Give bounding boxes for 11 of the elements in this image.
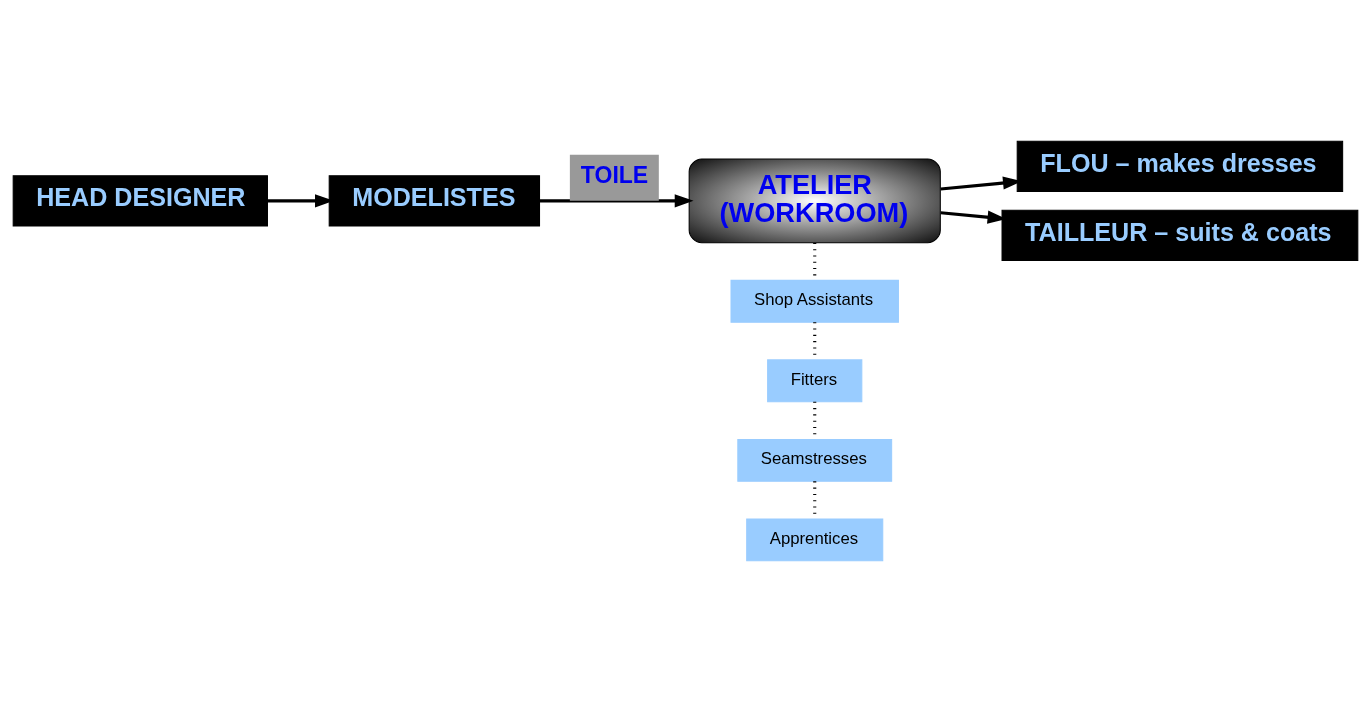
node-box: FLOU – makes dresses [1016, 140, 1343, 192]
node-box: ATELIER (WORKROOM) [688, 158, 941, 244]
arrow [539, 194, 694, 208]
node-box: Seamstresses [736, 438, 892, 482]
node-box: Apprentices [745, 518, 883, 562]
node-box: Shop Assistants [730, 279, 899, 323]
edge-label: TOILE [580, 161, 648, 188]
node-box: MODELISTES [328, 175, 540, 227]
node-box: TAILLEUR – suits & coats [1001, 209, 1358, 261]
node-box: Fitters [766, 359, 862, 403]
node-box: HEAD DESIGNER [12, 175, 268, 227]
